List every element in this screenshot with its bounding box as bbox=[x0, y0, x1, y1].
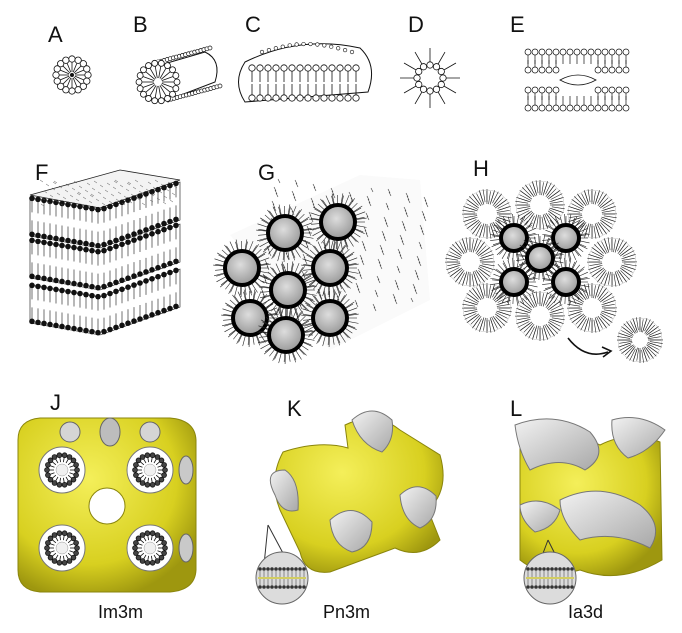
disc-micelle-icon bbox=[238, 41, 373, 103]
spherical-micelle-icon bbox=[52, 55, 92, 95]
panel-label-f: F bbox=[35, 160, 48, 185]
gyroid-cubic-phase-icon bbox=[514, 417, 666, 605]
lamellar-phase-icon bbox=[29, 169, 181, 336]
caption-im3m: Im3m bbox=[98, 602, 143, 622]
panel-label-c: C bbox=[245, 12, 261, 37]
panel-label-e: E bbox=[510, 12, 525, 37]
panel-label-d: D bbox=[408, 12, 424, 37]
panel-label-l: L bbox=[510, 396, 522, 421]
caption-ia3d: Ia3d bbox=[568, 602, 603, 622]
hexagonal-phase-icon bbox=[213, 175, 430, 364]
panel-label-g: G bbox=[258, 160, 275, 185]
panel-label-j: J bbox=[50, 390, 61, 415]
panel-label-b: B bbox=[133, 12, 148, 37]
bilayer-pore-icon bbox=[524, 48, 630, 112]
caption-pn3m: Pn3m bbox=[323, 602, 370, 622]
micellar-cubic-phase-icon bbox=[444, 180, 664, 363]
panel-label-a: A bbox=[48, 22, 63, 47]
panel-label-h: H bbox=[473, 156, 489, 181]
panel-label-k: K bbox=[287, 396, 302, 421]
reverse-micelle-icon bbox=[400, 48, 460, 108]
cylindrical-micelle-icon bbox=[135, 45, 223, 105]
diamond-cubic-phase-icon bbox=[255, 410, 444, 605]
primitive-cubic-phase-icon bbox=[17, 417, 197, 593]
